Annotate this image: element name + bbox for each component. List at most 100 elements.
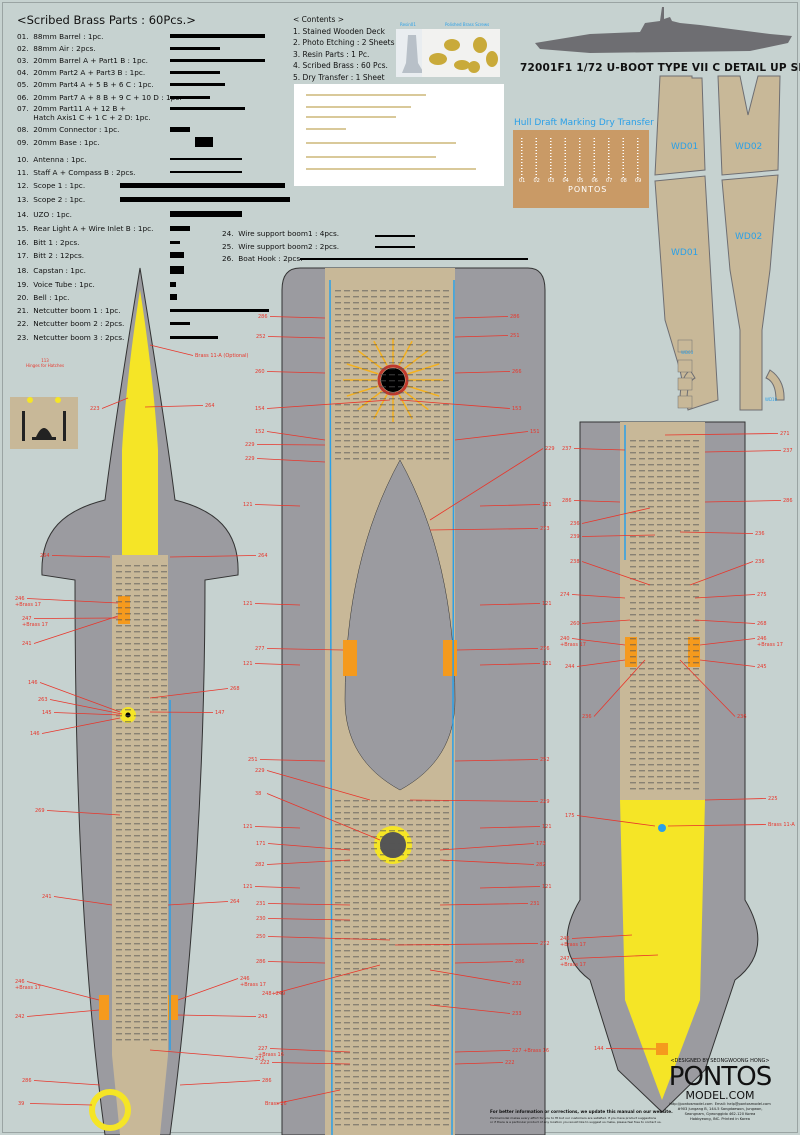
callout-label: 121 — [542, 884, 552, 890]
part-silhouette — [170, 158, 242, 160]
callout-leader — [479, 504, 541, 507]
callout-leader — [266, 371, 326, 374]
part-silhouette — [170, 171, 242, 173]
callout-label: 38 — [255, 791, 261, 797]
callout-leader — [576, 815, 656, 827]
callout-leader — [254, 886, 301, 889]
callout-label: 121 — [542, 661, 552, 667]
callout-leader — [276, 1089, 341, 1104]
callout-label: 286 — [22, 1078, 32, 1084]
callout-leader — [605, 1048, 657, 1050]
callout-leader — [704, 500, 782, 503]
part-item: 01. 88mm Barrel : 1pc. — [17, 32, 104, 41]
callout-leader — [267, 961, 326, 964]
callout-label: Brass 11-A (Optional) — [195, 353, 249, 359]
callout-leader — [689, 561, 754, 586]
callout-label: 275 — [757, 592, 767, 598]
callout-label: 266 — [512, 369, 522, 375]
callout-leader — [454, 431, 529, 441]
callout-leader — [266, 399, 391, 409]
callout-leader — [699, 638, 756, 646]
dry-transfer-brand: PONTOS — [568, 185, 608, 194]
draft-number: 03 — [548, 178, 554, 184]
part-silhouette — [170, 46, 220, 50]
callout-label: 248+249 — [262, 991, 285, 997]
callout-leader — [479, 603, 541, 606]
parts-list-title: <Scribed Brass Parts : 60Pcs.> — [17, 13, 196, 27]
part-item: 20. Bell : 1pc. — [17, 293, 70, 302]
draft-number: 02 — [534, 178, 540, 184]
contents-item: 1. Stained Wooden Deck — [293, 26, 385, 36]
callout-label: Brass 11-A — [768, 822, 795, 828]
callout-label: 236 — [755, 531, 765, 537]
callout-label: 286 — [262, 1078, 272, 1084]
callout-label: 251 — [248, 757, 258, 763]
callout-leader — [571, 934, 633, 939]
brass-caption: Polished Brass Screws — [445, 22, 490, 27]
callout-label: 264 — [205, 403, 215, 409]
footer-credits: <DESIGNED BY SEONGWOONG HONG> PONTOS MOD… — [645, 1058, 795, 1122]
callout-leader — [149, 344, 194, 356]
callout-label: Brass 26 — [265, 1101, 287, 1107]
part-item: 23. Netcutter boom 3 : 2pcs. — [17, 333, 125, 342]
callout-leader — [704, 798, 767, 801]
callout-label: 264 — [230, 899, 240, 905]
label-wd01: WD01 — [671, 248, 699, 258]
submarine-silhouette — [535, 7, 792, 53]
dry-transfer-title: Hull Draft Marking Dry Transfer — [514, 118, 654, 128]
part-silhouette — [170, 82, 225, 86]
label-wd02: WD02 — [735, 232, 763, 242]
callout-label: 274 — [560, 592, 570, 598]
callout-leader — [256, 458, 326, 463]
callout-label: 271 — [780, 431, 790, 437]
callout-label: 173 — [536, 841, 546, 847]
callout-leader — [699, 659, 756, 667]
callout-label: 260 — [255, 369, 265, 375]
callout-leader — [267, 918, 351, 921]
address-text: http://pontosmodel.com Email: help@ponto… — [669, 1102, 771, 1116]
callout-leader — [439, 903, 529, 906]
part-item: 10. Antenna : 1pc. — [17, 155, 87, 164]
part-item: 17. Bitt 2 : 12pcs. — [17, 251, 85, 260]
part-silhouette — [170, 266, 184, 274]
callout-label: 144 — [594, 1046, 604, 1052]
part-item: 13. Scope 2 : 1pc. — [17, 195, 86, 204]
callout-label: 227+Brass 16 — [258, 1046, 284, 1058]
callout-leader — [576, 659, 626, 667]
callout-label: 286 — [258, 314, 268, 320]
part-silhouette — [170, 252, 184, 258]
callout-label: 230 — [256, 916, 266, 922]
callout-label: 237 — [783, 448, 793, 454]
part-silhouette — [195, 137, 213, 147]
callout-leader — [266, 859, 351, 865]
callout-label: 246+Brass 17 — [757, 636, 783, 648]
pontos-logo: PONTOS — [668, 1062, 772, 1092]
part-silhouette — [170, 335, 218, 339]
callout-leader — [454, 371, 511, 374]
callout-leader — [454, 759, 539, 762]
draft-number: 08 — [621, 178, 627, 184]
callout-label: 286 — [562, 498, 572, 504]
callout-leader — [46, 810, 121, 816]
callout-label: 268 — [230, 686, 240, 692]
callout-label: 121 — [243, 884, 253, 890]
website-notice-small: Pontosmodel makes every effort for you t… — [490, 1116, 662, 1124]
draft-number: 04 — [563, 178, 569, 184]
callout-label: 244 — [565, 664, 575, 670]
callout-leader — [429, 528, 539, 531]
callout-label: 251 — [510, 333, 520, 339]
part-item: 21. Netcutter boom 1 : 1pc. — [17, 306, 121, 315]
callout-label: 227 +Brass 16 — [512, 1048, 549, 1054]
designer-credit: <DESIGNED BY SEONGWOONG HONG> — [670, 1058, 770, 1064]
part-item: 02. 88mm Air : 2pcs. — [17, 44, 96, 53]
callout-label: 229 — [540, 799, 550, 805]
callout-leader — [256, 444, 326, 446]
part-silhouette — [170, 321, 190, 325]
callout-label: 147 — [215, 710, 225, 716]
part-item: 05. 20mm Part4 A + 5 B + 6 C : 1pc. — [17, 80, 154, 89]
callout-leader — [454, 1062, 504, 1065]
callout-leader — [581, 561, 651, 586]
callout-leader — [267, 936, 391, 941]
callout-label: 245 — [757, 664, 767, 670]
